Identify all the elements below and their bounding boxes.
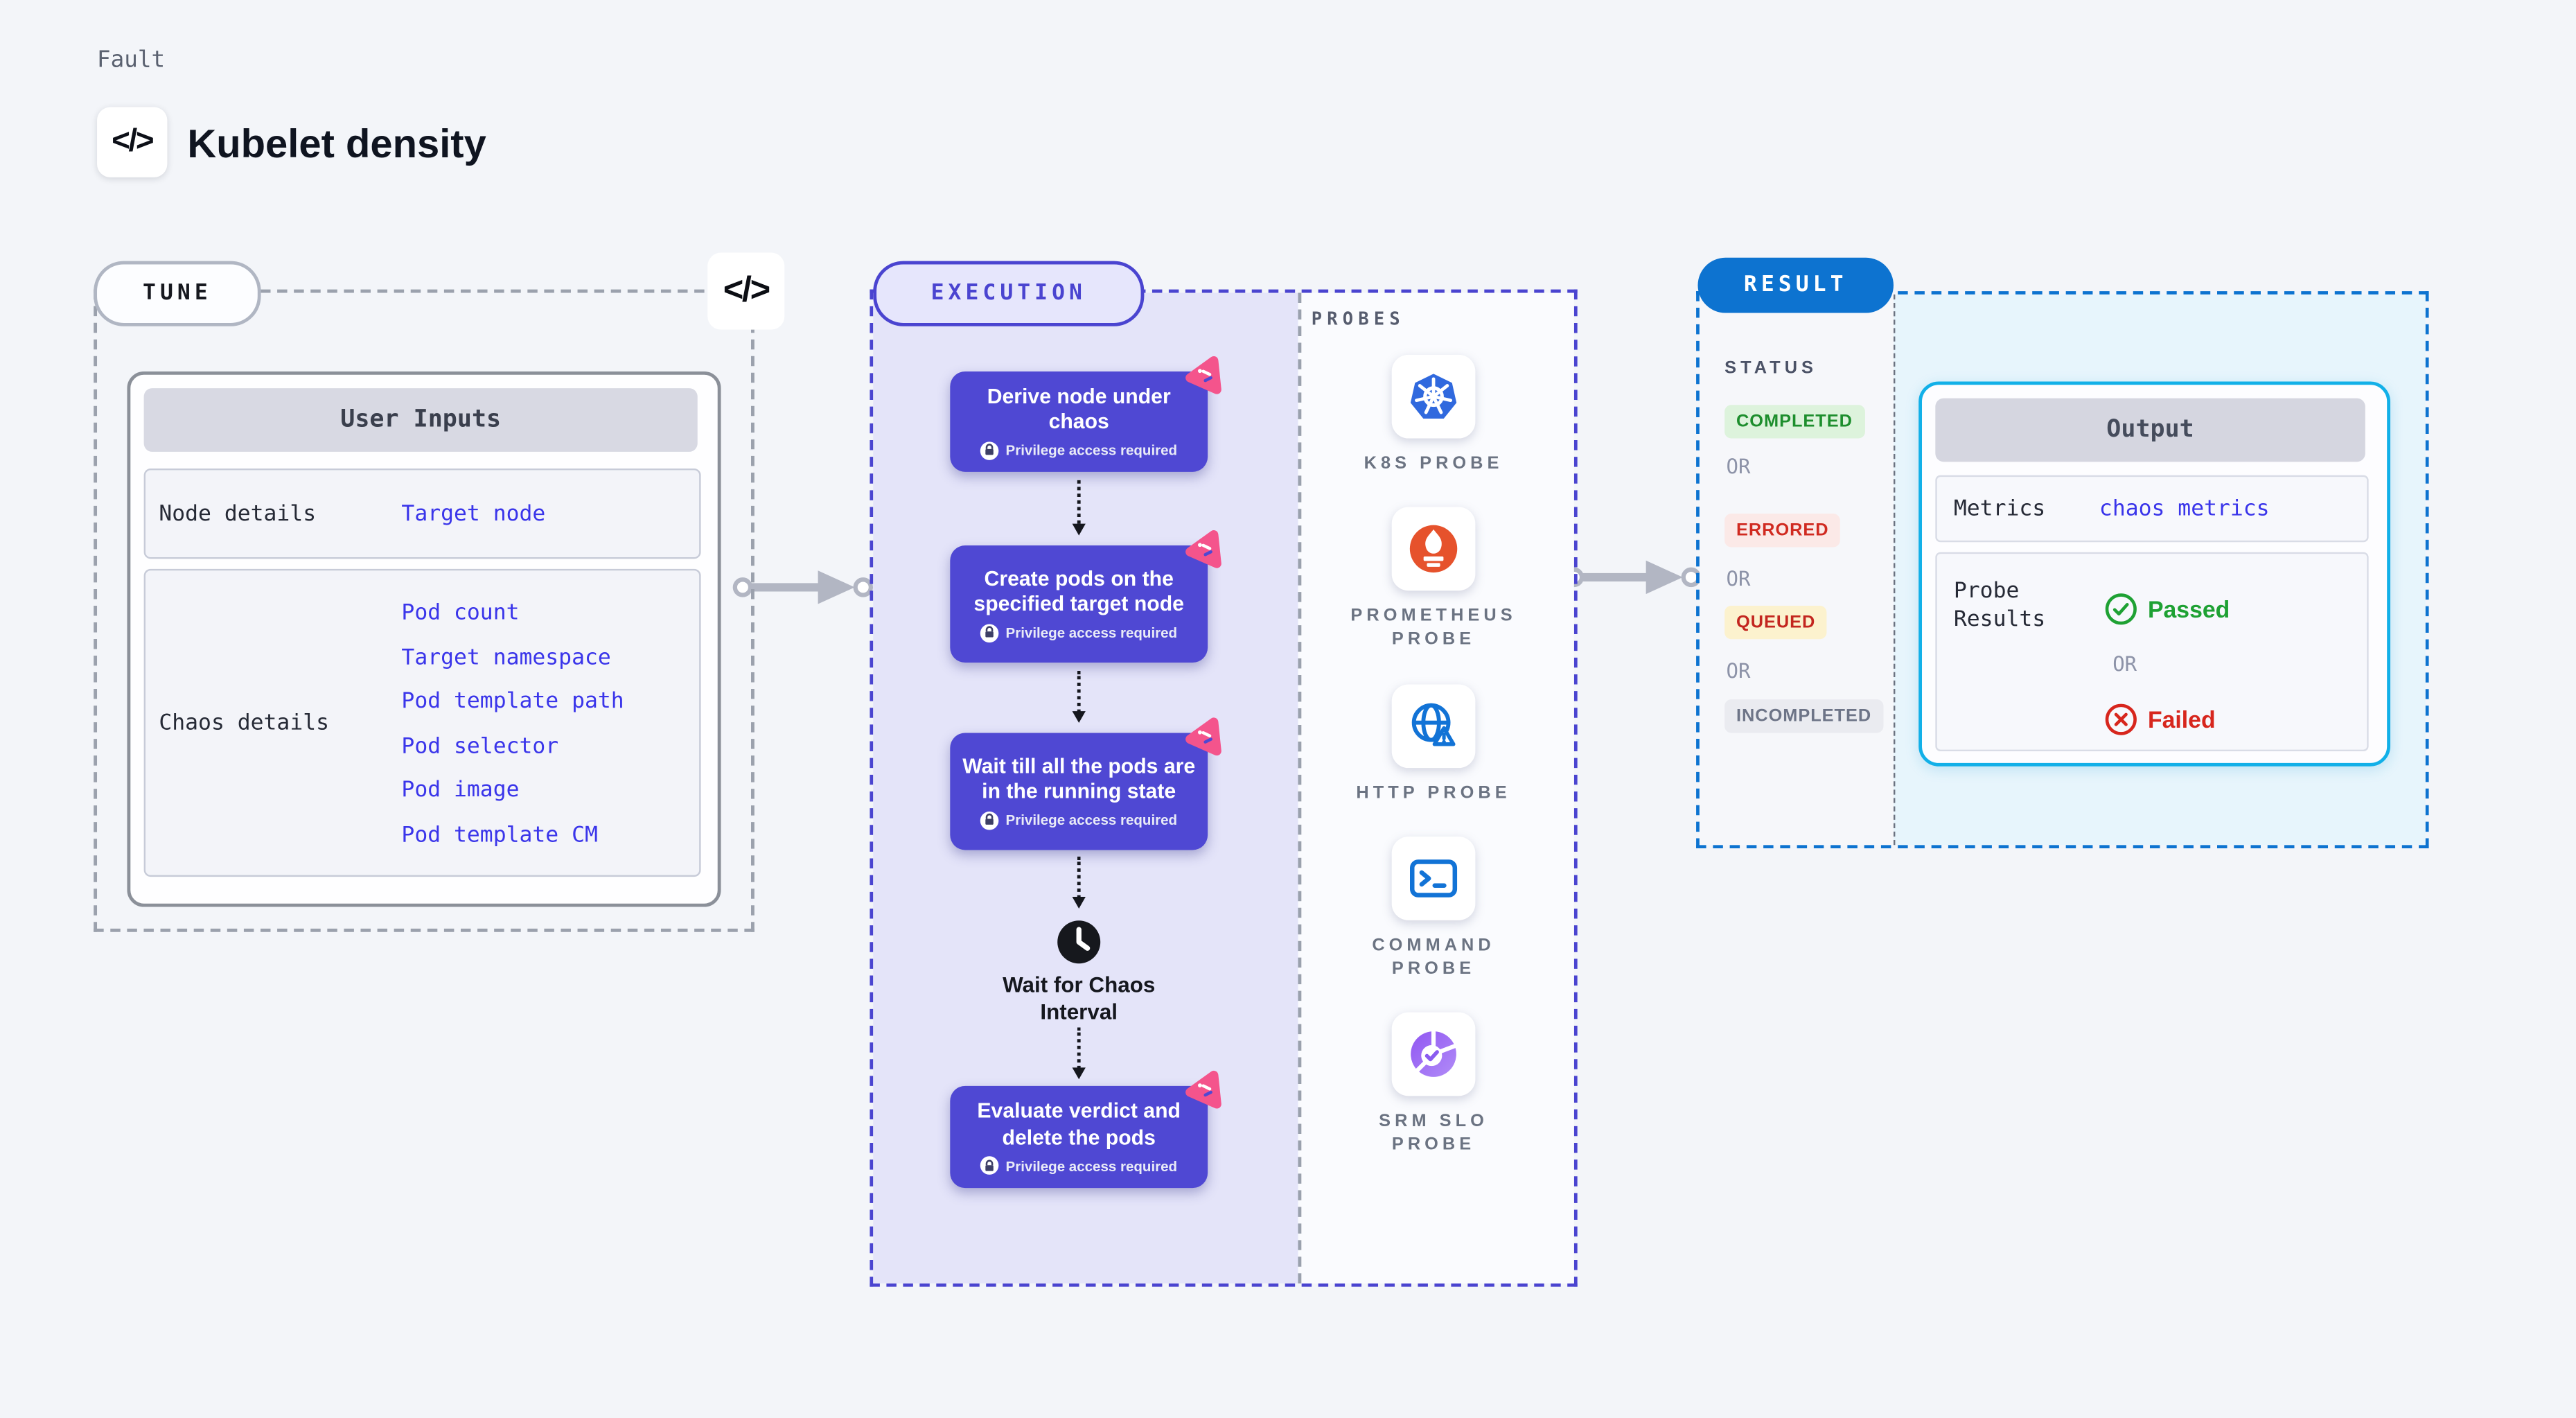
- step-card-evaluate-verdict: Evaluate verdict and delete the pods Pri…: [950, 1070, 1221, 1189]
- verdict-passed: Passed: [2104, 593, 2230, 626]
- tune-pill: TUNE: [94, 261, 261, 326]
- flow-arrow-down: [1072, 671, 1086, 723]
- srm-slo-icon: [1391, 1012, 1476, 1096]
- http-globe-warning-icon: [1391, 684, 1476, 769]
- probes-area: [1298, 292, 1574, 1284]
- link-pod-template-cm[interactable]: Pod template CM: [401, 822, 598, 848]
- or-separator: OR: [1726, 659, 1751, 683]
- code-icon: </>: [97, 107, 168, 177]
- metrics-row: Metrics chaos metrics: [1935, 475, 2369, 543]
- status-badge-queued: QUEUED: [1724, 605, 1828, 640]
- lock-icon: [980, 441, 999, 459]
- litmus-chaos-icon: [1185, 530, 1221, 568]
- execution-pill: EXECUTION: [873, 261, 1145, 326]
- lock-icon: [980, 810, 999, 830]
- table-row-node-details: Node details Target node: [143, 469, 701, 559]
- or-separator: OR: [1726, 455, 1751, 479]
- code-icon: </>: [707, 252, 785, 330]
- probe-results-row: Probe Results Passed OR Failed: [1935, 552, 2369, 752]
- link-pod-image[interactable]: Pod image: [401, 778, 520, 803]
- flow-arrow-down: [1072, 480, 1086, 536]
- flow-arrow-down: [1072, 857, 1086, 909]
- clock-icon: [1057, 920, 1101, 964]
- link-chaos-metrics[interactable]: chaos metrics: [2099, 496, 2270, 522]
- step-card-create-pods: Create pods on the specified target node…: [950, 530, 1221, 663]
- status-label: STATUS: [1724, 358, 1818, 378]
- arrow-execution-to-result: [1564, 560, 1702, 595]
- status-badge-completed: COMPLETED: [1724, 405, 1864, 439]
- link-pod-selector[interactable]: Pod selector: [401, 733, 559, 759]
- row-label: Node details: [159, 501, 317, 527]
- table-row-chaos-details: Chaos details Pod count Target namespace…: [143, 568, 701, 877]
- page-title: Kubelet density: [187, 122, 486, 168]
- link-pod-count[interactable]: Pod count: [401, 600, 520, 626]
- or-separator: OR: [2112, 652, 2137, 676]
- probe-label-k8s: K8S PROBE: [1364, 453, 1503, 474]
- lock-icon: [980, 623, 999, 642]
- probe-label-prometheus: PROMETHEUS PROBE: [1350, 605, 1517, 649]
- status-column: [1699, 294, 1894, 846]
- verdict-failed: Failed: [2104, 703, 2216, 736]
- litmus-chaos-icon: [1185, 717, 1221, 756]
- probe-results-label: Probe Results: [1953, 579, 2046, 633]
- link-pod-template-path[interactable]: Pod template path: [401, 689, 624, 715]
- litmus-chaos-icon: [1185, 1070, 1221, 1109]
- prometheus-icon: [1391, 507, 1476, 591]
- result-pill: RESULT: [1697, 257, 1894, 313]
- status-badge-incompleted: INCOMPLETED: [1724, 699, 1884, 733]
- wait-for-chaos-interval-label: Wait for Chaos Interval: [1003, 972, 1156, 1024]
- check-circle-icon: [2105, 593, 2137, 625]
- x-circle-icon: [2105, 703, 2137, 735]
- or-separator: OR: [1726, 567, 1751, 591]
- lock-icon: [980, 1156, 999, 1175]
- probe-label-http: HTTP PROBE: [1356, 782, 1511, 803]
- user-inputs-title: User Inputs: [143, 388, 698, 452]
- output-title: Output: [1935, 398, 2365, 462]
- step-card-derive-node: Derive node under chaos Privilege access…: [950, 356, 1221, 472]
- kubernetes-icon: [1391, 354, 1476, 439]
- tune-section: [94, 289, 755, 932]
- probe-label-srm-slo: SRM SLO PROBE: [1379, 1111, 1488, 1155]
- flow-arrow-down: [1072, 1027, 1086, 1080]
- link-target-namespace[interactable]: Target namespace: [401, 645, 611, 670]
- fault-category-label: Fault: [97, 46, 166, 74]
- status-badge-errored: ERRORED: [1724, 514, 1841, 548]
- row-label: Chaos details: [159, 710, 330, 736]
- step-card-wait-pods-running: Wait till all the pods are in the runnin…: [950, 717, 1221, 850]
- link-target-node[interactable]: Target node: [401, 501, 546, 527]
- litmus-chaos-icon: [1185, 356, 1221, 394]
- probe-label-command: COMMAND PROBE: [1372, 935, 1495, 979]
- output-card: Output Metrics chaos metrics Probe Resul…: [1918, 381, 2391, 767]
- probes-section-label: PROBES: [1311, 309, 1405, 330]
- user-inputs-card: User Inputs Node details Target node Cha…: [127, 371, 721, 907]
- metrics-label: Metrics: [1953, 496, 2046, 522]
- terminal-icon: [1391, 837, 1476, 920]
